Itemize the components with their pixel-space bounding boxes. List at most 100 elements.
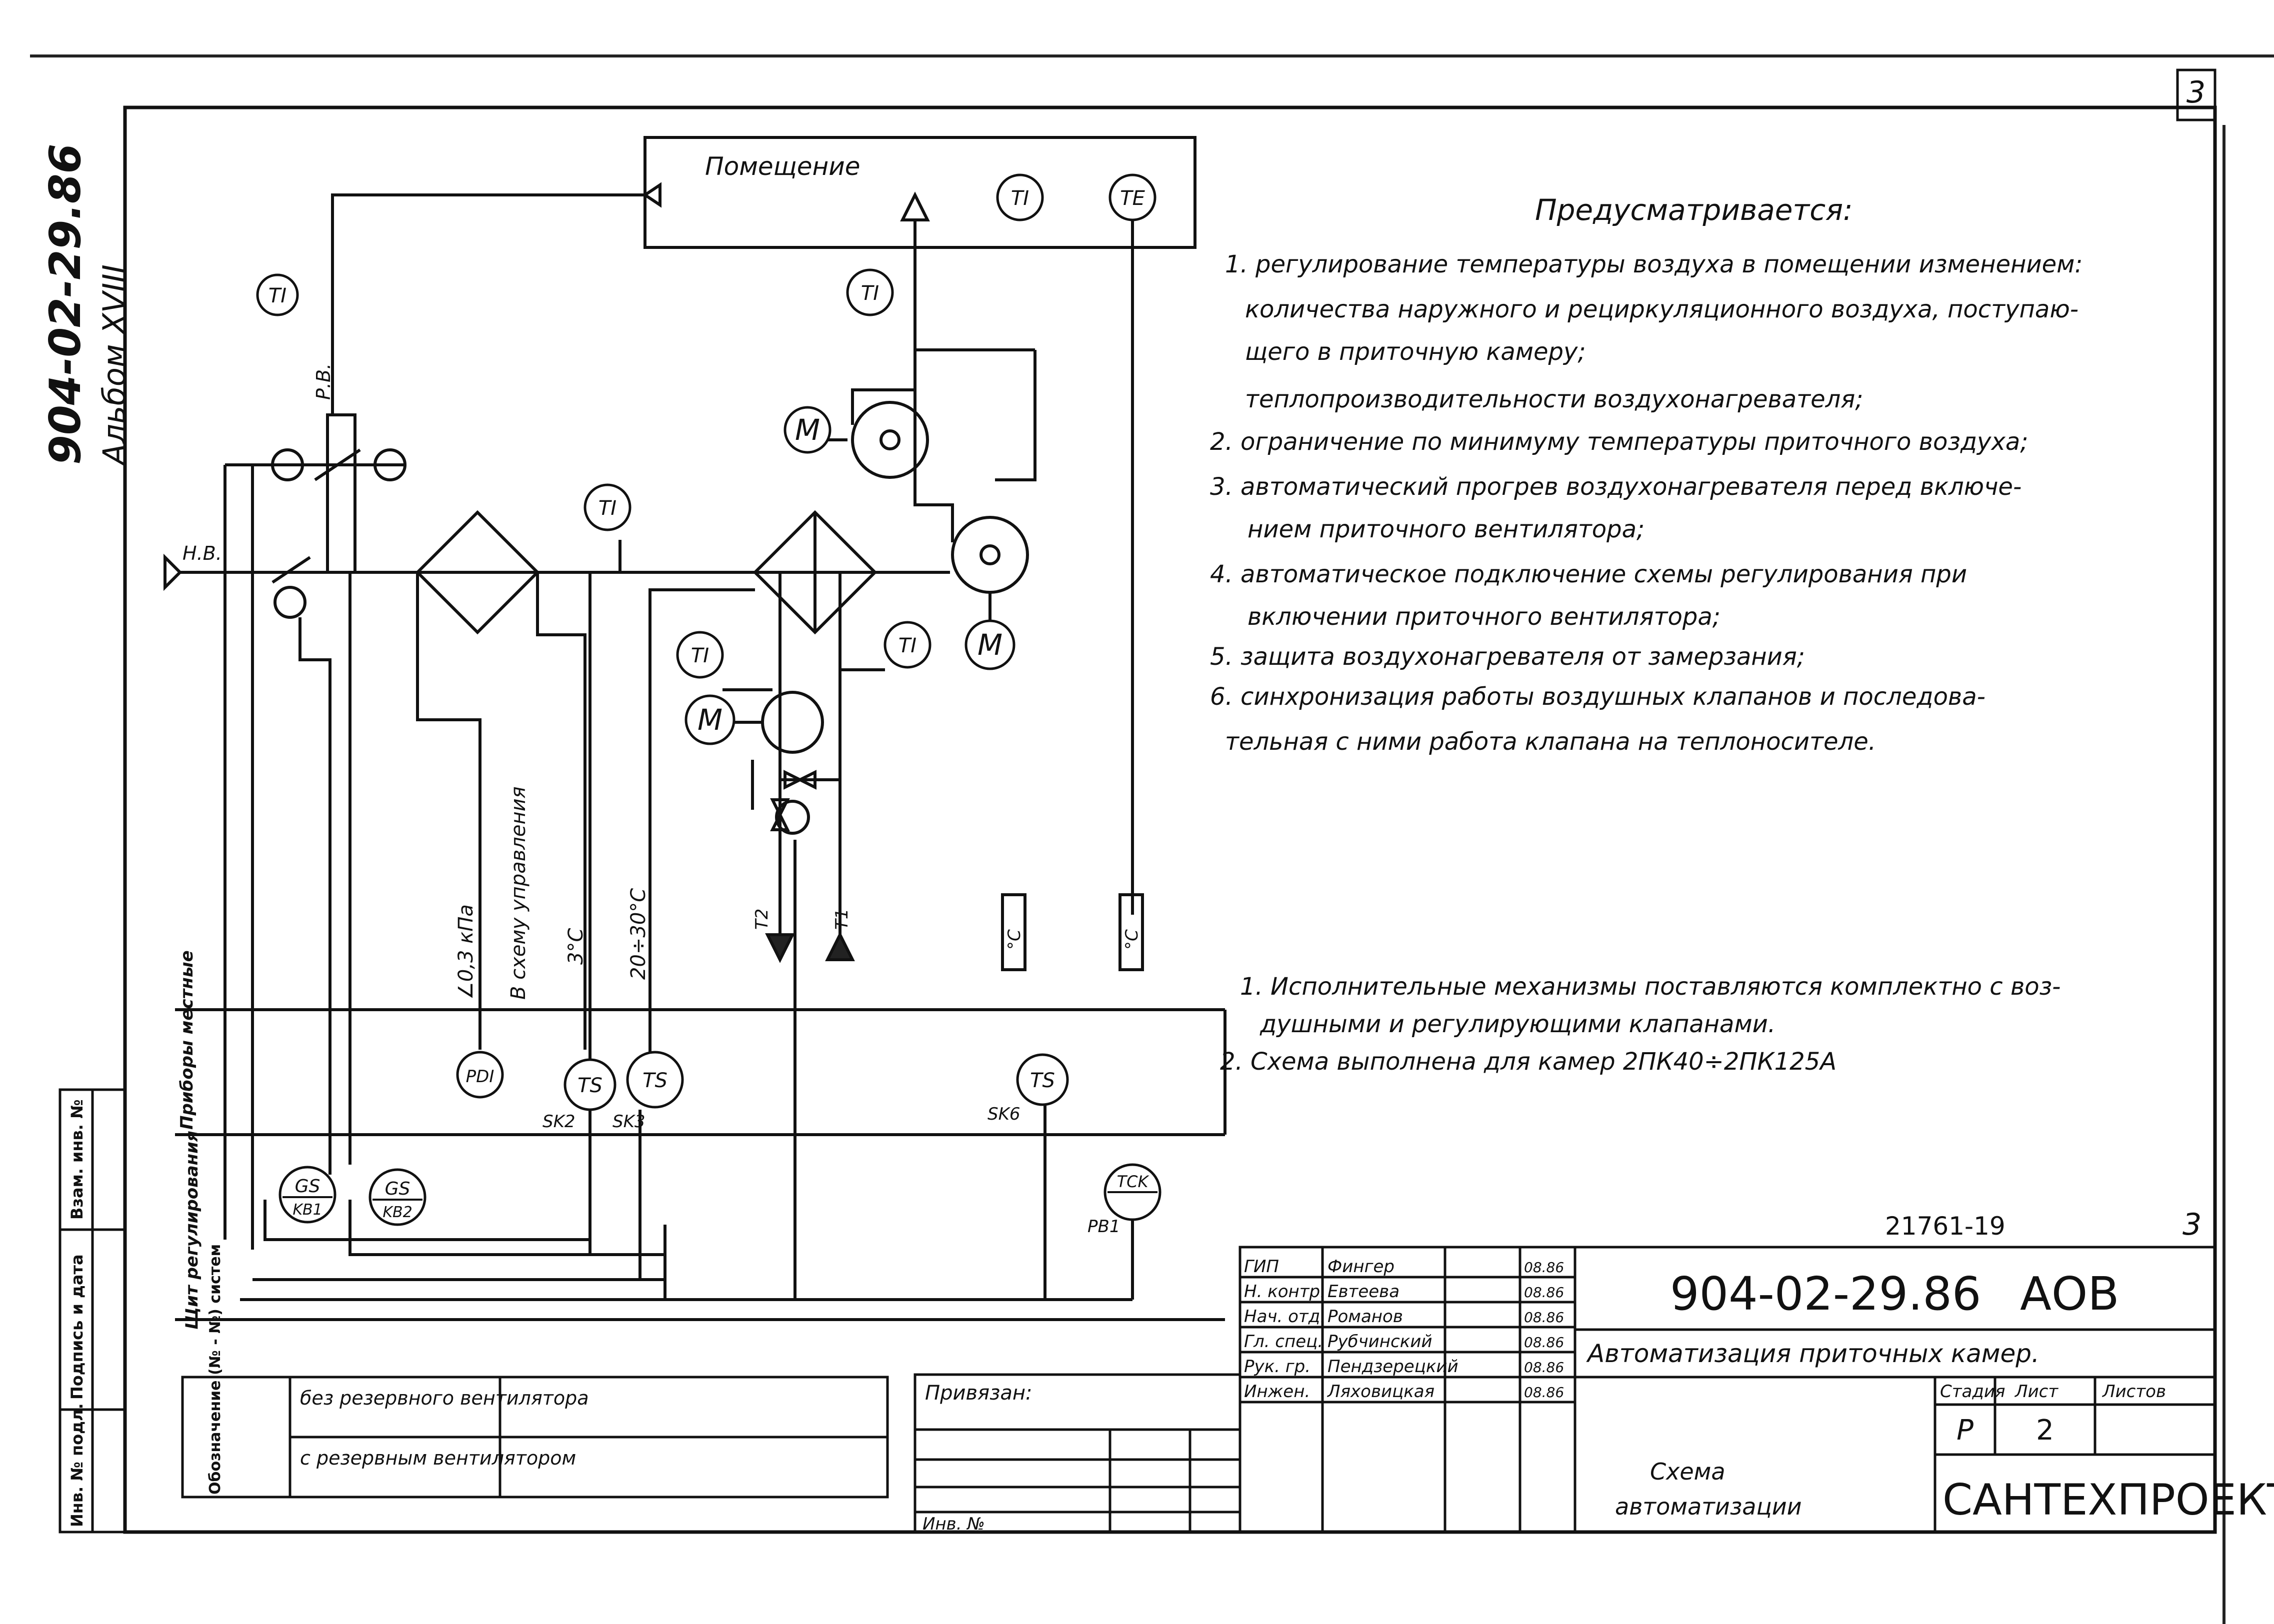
signature-name: Романов — [1328, 1307, 1403, 1327]
code-sk3: SK3 — [612, 1112, 646, 1132]
doc-mark: АОВ — [2020, 1267, 2119, 1321]
room-inlet-arrow — [642, 182, 662, 208]
label-te: TE — [1120, 187, 1145, 210]
remarks-list: 1. Исполнительные механизмы поставляются… — [1220, 973, 2060, 1076]
motor-fan-1 — [784, 406, 832, 454]
ti-supply-water — [884, 621, 932, 669]
doc-subtitle-1: Схема — [1650, 1458, 1726, 1485]
signature-date: 08.86 — [1524, 1309, 1564, 1326]
doc-subtitle-2: автоматизации — [1615, 1493, 1802, 1520]
label-deg-1: °C — [1004, 929, 1024, 950]
gs-kb1 — [278, 1166, 336, 1224]
signature-role: Инжен. — [1244, 1382, 1310, 1402]
band-panel-label: Щит регулирования — [182, 1131, 202, 1330]
sheet-number: 3 — [2186, 75, 2206, 110]
signature-date: 08.86 — [1524, 1384, 1564, 1401]
note-line: 5. защита воздухонагревателя от замерзан… — [1210, 643, 1805, 671]
order-number: 21761-19 — [1885, 1212, 2006, 1241]
ti-supply — [846, 268, 894, 316]
signature-name: Ляховицкая — [1326, 1382, 1434, 1402]
signature-date: 08.86 — [1524, 1259, 1564, 1276]
damper-actuator-1 — [271, 448, 304, 481]
label-ti-2: TI — [1011, 187, 1029, 210]
doc-code: 904-02-29.86 — [1670, 1267, 1981, 1321]
t2-pipe-end — [765, 933, 795, 963]
signature-date: 08.86 — [1524, 1359, 1564, 1376]
signature-name: Фингер — [1328, 1257, 1394, 1277]
label-t20-30: 20÷30°C — [627, 888, 650, 980]
code-pb1: PB1 — [1088, 1217, 1120, 1237]
ti-return-water — [676, 631, 724, 679]
remark-line: 2. Схема выполнена для камер 2ПК40÷2ПК12… — [1220, 1048, 1836, 1076]
label-ts-1: TS — [578, 1074, 602, 1097]
pipe-t2: T2 — [752, 909, 772, 930]
label-motor-3: M — [698, 703, 722, 737]
circulation-pump — [761, 691, 824, 754]
title-block — [1238, 1246, 2216, 1534]
note-line: тельная с ними работа клапана на теплоно… — [1225, 728, 1876, 756]
return-air-duct — [331, 193, 645, 415]
label-kb1: KB1 — [292, 1201, 322, 1219]
sheet-mark: 3 — [2182, 1207, 2202, 1242]
label-motor-2: M — [978, 628, 1002, 662]
filter-pd-line — [416, 572, 482, 1050]
label-deg-2: °C — [1122, 929, 1142, 950]
heating-valve-actuator — [775, 800, 810, 835]
pipe-t1: T1 — [832, 909, 852, 930]
label-gs-1: GS — [295, 1176, 320, 1197]
ti-return-air — [256, 273, 299, 316]
binding-inv: Инв. № — [922, 1514, 985, 1534]
frost-protection-line — [648, 588, 755, 1070]
label-ts-3: TS — [1030, 1069, 1055, 1092]
note-line: щего в приточную камеру; — [1245, 338, 1586, 366]
label-ti-5: TI — [691, 644, 709, 667]
label-t3: 3°C — [564, 928, 588, 965]
signature-role: Рук. гр. — [1244, 1357, 1310, 1377]
label-gs-2: GS — [385, 1179, 410, 1199]
sheets-header: Листов — [2102, 1382, 2166, 1402]
notes-title: Предусматривается: — [1535, 193, 1853, 227]
outdoor-air-inlet — [164, 553, 182, 591]
gs-kb2 — [368, 1168, 426, 1226]
t1-pipe-end — [825, 931, 855, 961]
return-air-label: Р.В. — [312, 363, 334, 400]
variant-row-1: без резервного вентилятора — [300, 1387, 588, 1409]
label-ti-1: TI — [268, 284, 286, 307]
note-line: 2. ограничение по минимуму температуры п… — [1210, 428, 2028, 456]
sheet-value: 2 — [2036, 1414, 2054, 1447]
label-tck: TCK — [1117, 1172, 1150, 1191]
label-kb2: KB2 — [382, 1204, 412, 1221]
signature-name: Евтеева — [1328, 1282, 1400, 1302]
variant-row-2: с резервным вентилятором — [300, 1447, 576, 1469]
mixing-chamber — [326, 413, 356, 574]
outdoor-damper-actuator — [274, 586, 306, 619]
side-album: Альбом XVIII — [96, 264, 132, 467]
doc-title: Автоматизация приточных камер. — [1586, 1339, 2040, 1368]
ti-mixed — [584, 483, 632, 531]
code-sk6: SK6 — [988, 1104, 1020, 1124]
air-filter — [415, 510, 540, 635]
label-pressure: ∠0,3 кПа — [454, 904, 478, 1000]
instruments — [256, 173, 1162, 1226]
note-line: количества наружного и рециркуляционного… — [1245, 295, 2078, 323]
label-control: В схему управления — [507, 786, 530, 1000]
remark-line: душными и регулирующими клапанами. — [1260, 1010, 1776, 1038]
band-local-label: Приборы местные — [177, 950, 197, 1130]
label-pdi: PDI — [466, 1067, 494, 1087]
signature-date: 08.86 — [1524, 1284, 1564, 1301]
label-motor-1: M — [795, 413, 820, 447]
room-box — [644, 136, 1196, 249]
label-ts-2: TS — [642, 1069, 668, 1092]
stamp-sign: Подпись и дата — [68, 1254, 86, 1400]
stamp-replace: Взам. инв. № — [68, 1099, 86, 1220]
stage-value: Р — [1956, 1414, 1974, 1447]
remark-line: 1. Исполнительные механизмы поставляются… — [1240, 973, 2060, 1001]
motor-fan-2 — [964, 619, 1016, 670]
supply-fan — [951, 516, 1029, 594]
note-line: 3. автоматический прогрев воздухонагрева… — [1210, 473, 2022, 501]
note-line: 1. регулирование температуры воздуха в п… — [1225, 250, 2082, 278]
signature-date: 08.86 — [1524, 1334, 1564, 1351]
notes-list: 1. регулирование температуры воздуха в п… — [1210, 250, 2082, 756]
ts-sk2 — [564, 1058, 616, 1111]
